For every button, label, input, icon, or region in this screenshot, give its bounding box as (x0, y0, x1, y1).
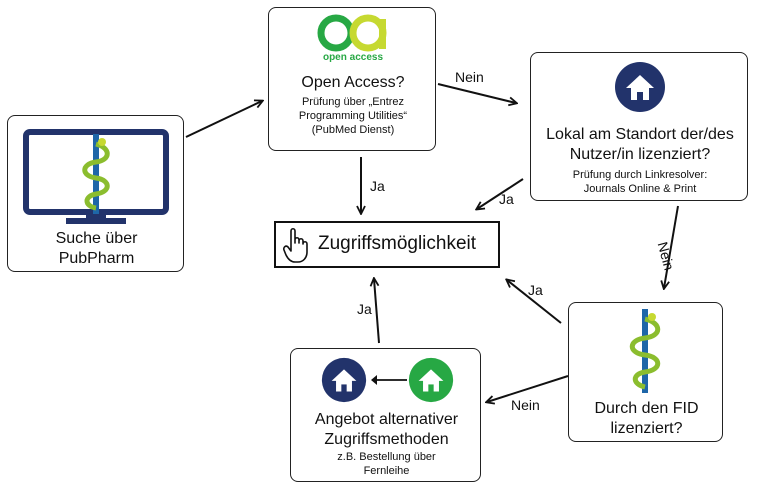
label-ja-alt: Ja (357, 301, 372, 317)
local-sub1: Prüfung durch Linkresolver: (572, 169, 708, 181)
fid-license-box: Durch den FID lizenziert? (568, 302, 723, 442)
fid-line2: lizenziert? (610, 420, 683, 437)
arrow-oa-to-local (437, 83, 516, 103)
label-ja-fid: Ja (528, 282, 543, 298)
aesculap-staff-icon (629, 309, 661, 393)
label-ja-oa: Ja (370, 178, 385, 194)
label-nein-local-fid: Nein (654, 240, 678, 272)
label-nein-oa-local: Nein (455, 69, 484, 85)
search-label-line2: PubPharm (58, 250, 135, 267)
home-icon (321, 357, 367, 403)
access-box: Zugriffsmöglichkeit (274, 221, 500, 268)
search-pubpharm-box: Suche über PubPharm (7, 115, 184, 272)
arrow-left-icon (371, 375, 407, 385)
alternative-line1: Angebot alternativer (314, 411, 459, 428)
alternative-line2: Zugriffsmethoden (324, 431, 449, 448)
aesculap-staff-icon (82, 134, 110, 214)
label-ja-local: Ja (499, 191, 514, 207)
pointing-hand-icon (283, 227, 308, 263)
local-line2: Nutzer/in lizenziert? (569, 146, 711, 163)
open-access-line1: Prüfung über „Entrez (301, 96, 405, 108)
home-icon (408, 357, 454, 403)
local-license-box: Lokal am Standort der/des Nutzer/in lize… (530, 52, 748, 201)
alternative-sub1: z.B. Bestellung über (337, 451, 436, 463)
search-label-line1: Suche über (55, 230, 138, 247)
access-label: Zugriffsmöglichkeit (318, 233, 477, 254)
arrow-alt-to-access (374, 279, 380, 344)
local-sub2: Journals Online & Print (583, 183, 697, 195)
open-access-logo-text: open access (322, 52, 384, 63)
arrow-search-to-oa (185, 101, 262, 138)
fid-line1: Durch den FID (594, 400, 699, 417)
label-nein-fid-alt: Nein (511, 397, 540, 413)
open-access-title: Open Access? (301, 74, 405, 91)
alternative-access-box: Angebot alternativer Zugriffsmethoden z.… (290, 348, 481, 482)
open-access-line2: Programming Utilities“ (298, 110, 408, 122)
local-line1: Lokal am Standort der/des (546, 126, 734, 143)
alternative-sub2: Fernleihe (363, 465, 410, 477)
home-icon (615, 62, 665, 112)
open-access-line3: (PubMed Dienst) (311, 124, 395, 136)
open-access-logo (317, 14, 387, 52)
open-access-box: open access Open Access? Prüfung über „E… (268, 7, 436, 151)
